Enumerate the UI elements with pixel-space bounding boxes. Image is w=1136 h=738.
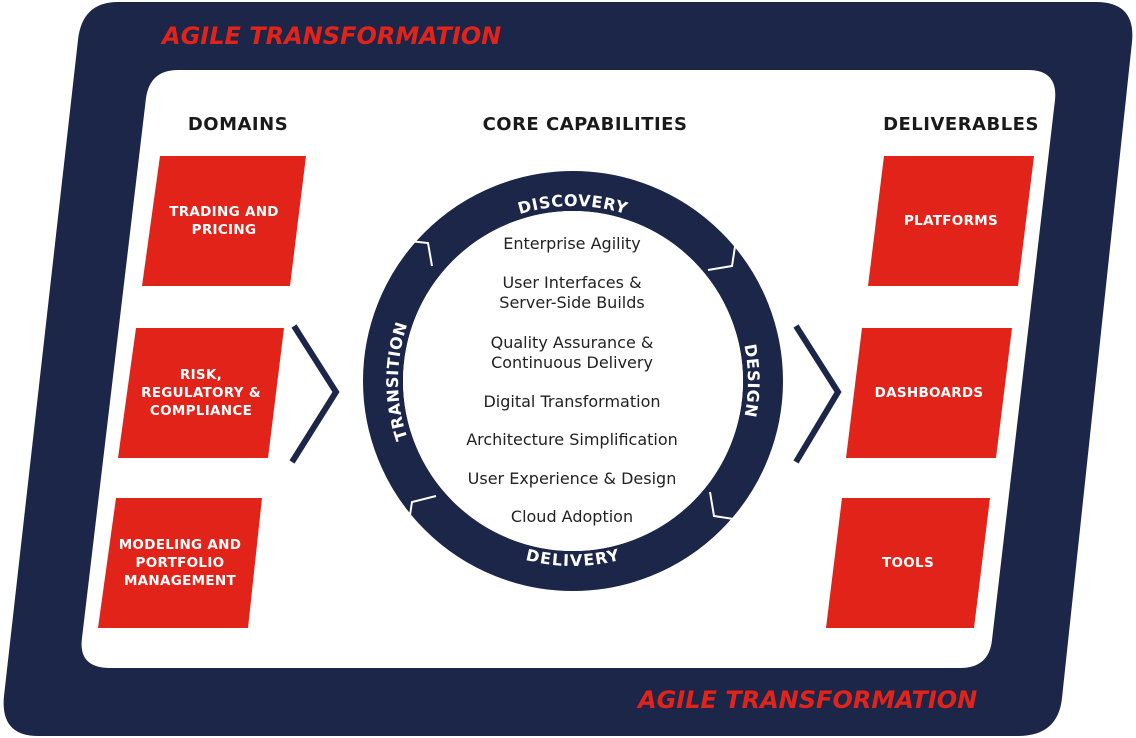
stage-label-design: DESIGN [741,342,764,419]
deliverable-tile-label: PLATFORMS [903,213,999,229]
capability-item: Quality Assurance & Continuous Delivery [490,333,654,372]
capability-item: User Experience & Design [467,469,677,488]
deliverable-tile-bg-1 [868,156,1034,286]
capability-item: Digital Transformation [483,392,661,411]
cycle-inner-disc [403,211,743,551]
domain-tile-bg-1 [142,156,306,286]
deliverable-tile-bg-3 [826,498,990,628]
heading-domains: DOMAINS [187,114,289,135]
deliverable-tile-3: TOOLS [826,498,990,628]
deliverable-tile-1: PLATFORMS [868,156,1034,286]
deliverable-tile-label: DASHBOARDS [874,385,984,401]
segment-notch [399,239,433,267]
heading-deliverables: DELIVERABLES [883,114,1039,135]
banner-top: AGILE TRANSFORMATION [162,22,502,50]
domain-tile-1: TRADING AND PRICING [142,156,306,286]
chevron-right-icon [289,324,340,464]
domain-tile-3: MODELING AND PORTFOLIO MANAGEMENT [98,498,262,628]
domain-tile-label: MODELING AND PORTFOLIO MANAGEMENT [118,537,242,589]
deliverable-tile-2: DASHBOARDS [846,328,1012,458]
capability-item: Cloud Adoption [510,507,634,526]
capability-item: Architecture Simplification [466,430,678,449]
domain-tile-2: RISK, REGULATORY & COMPLIANCE [118,328,284,458]
domain-tile-bg-3 [98,498,262,628]
domain-tile-bg-2 [118,328,284,458]
deliverable-tile-label: TOOLS [882,555,934,571]
domain-tile-label: TRADING AND PRICING [169,204,279,238]
chevron-right-icon [793,324,842,464]
segment-notch [407,495,437,529]
segment-notch [707,239,737,271]
capability-item: User Interfaces & Server-Side Builds [499,273,645,312]
segment-notch [709,491,741,521]
domain-tile-label: RISK, REGULATORY & COMPLIANCE [141,367,261,419]
heading-core-capabilities: CORE CAPABILITIES [482,114,688,135]
cycle-ring [363,171,783,591]
deliverable-tile-bg-2 [846,328,1012,458]
banner-bottom: AGILE TRANSFORMATION [638,686,978,714]
capability-item: Enterprise Agility [503,234,641,253]
